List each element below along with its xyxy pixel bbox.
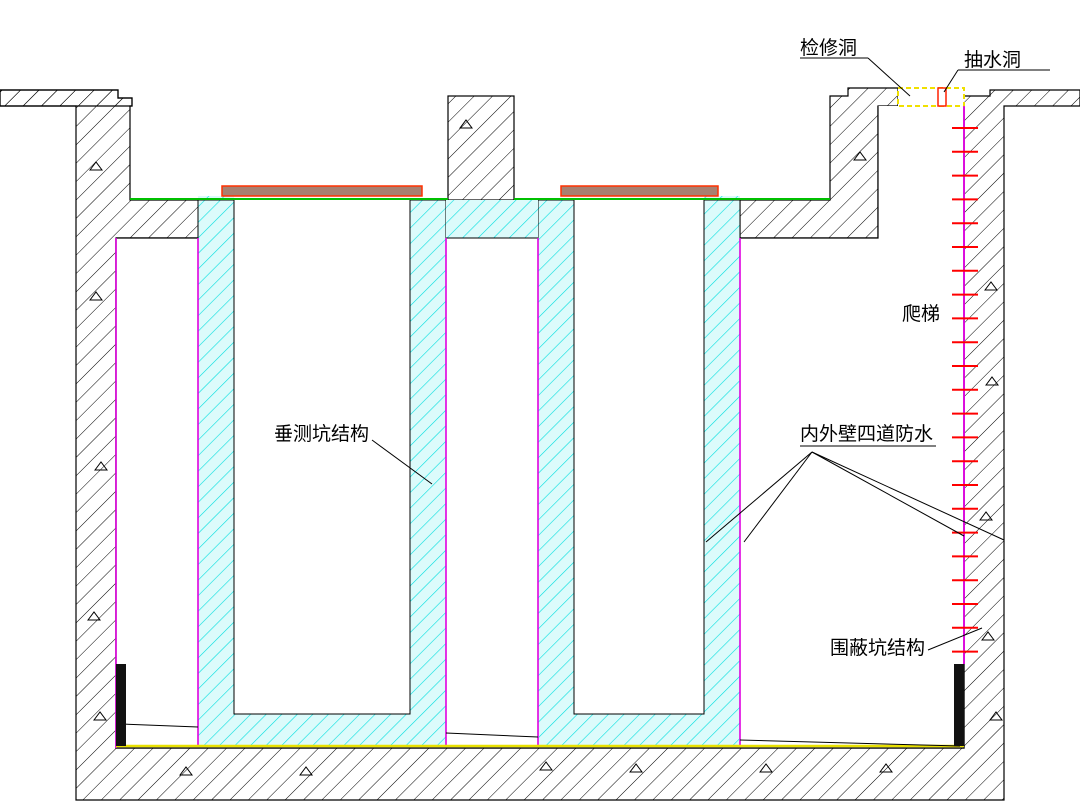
- label-inspection-hole: 检修洞: [800, 37, 857, 59]
- left-rubber-seal: [116, 664, 126, 746]
- inspection-hole: [897, 87, 965, 107]
- pump-hole: [937, 87, 947, 107]
- label-pump-hole: 抽水洞: [964, 49, 1021, 71]
- vertical-pit-structure: [197, 196, 741, 747]
- label-enclosure-pit: 围蔽坑结构: [830, 637, 925, 659]
- label-ladder: 爬梯: [902, 303, 940, 325]
- aggregate-marks: [87, 119, 1003, 776]
- label-waterproofing: 内外壁四道防水: [800, 423, 933, 445]
- label-vertical-pit: 垂测坑结构: [274, 423, 369, 445]
- bottom-slope-lines: [119, 723, 961, 747]
- ladder: [952, 106, 978, 664]
- right-rubber-seal: [954, 664, 964, 746]
- pit-lids: [221, 185, 719, 197]
- leader-lines: [371, 57, 1050, 651]
